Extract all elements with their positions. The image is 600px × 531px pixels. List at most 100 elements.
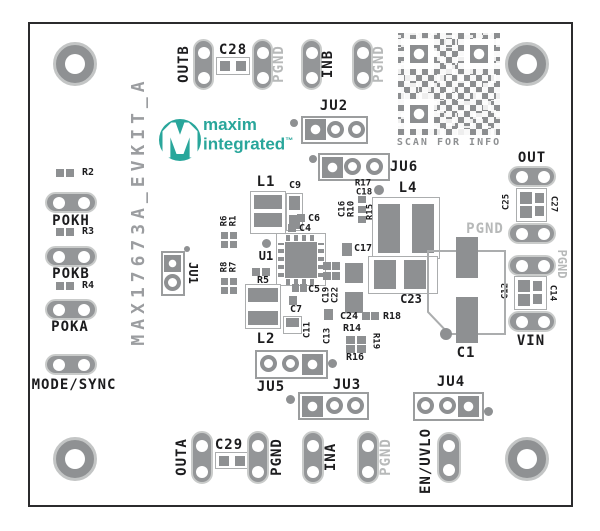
testpoint-mode-sync	[45, 354, 97, 375]
trademark: ™	[285, 136, 294, 145]
pad	[289, 196, 300, 210]
hole	[53, 303, 65, 316]
testpoint-ina	[302, 431, 324, 484]
ju5-pin3-square	[302, 354, 323, 375]
label-r16: R16	[345, 352, 365, 363]
hole	[53, 196, 65, 209]
testpoint-pgnd-bottom2	[357, 431, 379, 484]
mounting-hole-top-right	[505, 42, 549, 86]
pad	[230, 287, 237, 294]
pad	[358, 216, 366, 223]
label-c13: C13	[322, 327, 333, 345]
label-r7: R7	[228, 261, 239, 273]
label-pgnd-bottom1: PGND	[269, 438, 285, 476]
dot	[484, 407, 493, 416]
mounting-hole-bottom-left	[53, 437, 97, 481]
u1-body	[285, 242, 317, 278]
hole	[65, 449, 85, 469]
pad	[362, 312, 370, 320]
pad	[66, 169, 74, 177]
pad	[219, 456, 229, 466]
pad	[346, 336, 355, 344]
c1-pad-top	[456, 237, 478, 278]
pad	[518, 280, 530, 292]
hole	[443, 464, 455, 476]
pad	[520, 192, 532, 204]
pad	[230, 241, 237, 248]
ju1-pin2	[164, 274, 181, 291]
testpoint-pgnd-top1	[252, 39, 273, 90]
label-outb: OUTB	[176, 45, 192, 83]
pad	[56, 282, 64, 290]
pad	[252, 268, 260, 276]
testpoint-pgnd-top2	[352, 39, 373, 90]
label-pokb: POKB	[52, 266, 90, 282]
pad	[374, 260, 396, 289]
pad	[535, 193, 544, 203]
label-ina: INA	[323, 442, 339, 472]
pad	[518, 294, 530, 306]
maxim-logo-icon	[159, 119, 201, 161]
pad	[235, 456, 245, 466]
pad	[323, 272, 331, 280]
label-r4: R4	[81, 280, 95, 291]
pad	[357, 336, 366, 344]
hole	[65, 54, 85, 74]
hole	[362, 440, 374, 452]
qr-code	[398, 33, 500, 135]
pad	[248, 288, 278, 302]
label-r3: R3	[81, 226, 95, 237]
u1-pin1-dot	[262, 239, 271, 248]
label-c22: C22	[330, 286, 341, 304]
hole	[307, 466, 319, 478]
label-c14: C14	[547, 284, 558, 302]
pad	[520, 206, 532, 218]
label-en-uvlo: EN/UVLO	[418, 427, 434, 495]
pad	[254, 195, 282, 209]
pad	[230, 232, 237, 239]
label-pgnd-bottom2: PGND	[378, 438, 394, 476]
pad	[66, 228, 74, 236]
ju4-pin2	[439, 397, 456, 414]
pad	[323, 262, 331, 270]
label-c11: C11	[302, 321, 313, 339]
ju5-pin2	[282, 355, 299, 372]
pad	[404, 260, 426, 289]
ju2-pin2	[327, 121, 344, 138]
pad	[345, 263, 363, 283]
hole	[517, 54, 537, 74]
label-c6: C6	[307, 213, 321, 224]
pad	[220, 61, 230, 71]
label-u1: U1	[258, 249, 274, 263]
label-poka: POKA	[51, 319, 89, 335]
hole	[78, 250, 90, 263]
hole	[257, 72, 269, 84]
testpoint-en-uvlo	[437, 432, 461, 483]
label-pgnd-right2: PGND	[555, 249, 569, 279]
pad	[262, 268, 270, 276]
qr-caption: SCAN FOR INFO	[396, 137, 502, 148]
dot	[328, 359, 337, 368]
ju4-pin3-square	[458, 396, 479, 417]
logo-line2: integrated™	[203, 134, 294, 154]
hole	[538, 259, 550, 272]
pad	[346, 345, 355, 353]
pad	[56, 169, 64, 177]
pad	[221, 232, 228, 239]
label-r19: R19	[370, 332, 381, 350]
pad	[289, 296, 297, 305]
u1-pins-left	[278, 243, 284, 277]
pad	[254, 213, 282, 227]
ju4-pin1	[417, 397, 434, 414]
label-outa: OUTA	[174, 438, 190, 476]
hole	[443, 440, 455, 452]
label-c25: C25	[501, 193, 512, 211]
mounting-hole-top-left	[53, 42, 97, 86]
hole	[538, 315, 550, 328]
hole	[516, 227, 528, 240]
hole	[53, 358, 65, 371]
hole	[516, 259, 528, 272]
hole	[516, 170, 528, 183]
pad	[221, 287, 228, 294]
